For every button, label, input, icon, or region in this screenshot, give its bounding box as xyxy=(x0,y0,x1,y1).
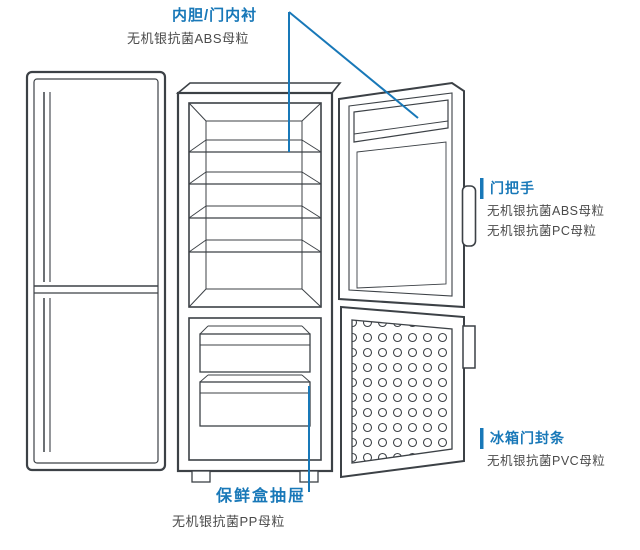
label-seal-title: 冰箱门封条 xyxy=(490,430,565,446)
lower-door-handle-drawing xyxy=(462,325,476,369)
label-handle-title: 门把手 xyxy=(490,180,535,196)
open-fridge-cabinet-drawing xyxy=(175,82,342,483)
accent-bar-handle xyxy=(480,178,484,199)
label-seal-sub: 无机银抗菌PVC母粒 xyxy=(487,454,606,468)
door-bin xyxy=(353,99,449,143)
label-drawer-title: 保鲜盒抽屉 xyxy=(216,488,307,505)
upper-door-drawing xyxy=(338,81,477,309)
leader-lines xyxy=(288,11,484,492)
accent-bar-seal xyxy=(480,428,484,449)
label-liner-title: 内胆/门内衬 xyxy=(172,7,258,24)
label-drawer-sub: 无机银抗菌PP母粒 xyxy=(172,514,285,529)
door-handle-drawing xyxy=(461,185,477,247)
freezer-drawers xyxy=(199,325,311,427)
fridge-shelves xyxy=(188,139,322,253)
closed-fridge-drawing xyxy=(25,70,167,472)
label-handle-sub2: 无机银抗菌PC母粒 xyxy=(487,224,597,238)
label-handle-sub1: 无机银抗菌ABS母粒 xyxy=(487,204,605,218)
lower-door-drawing xyxy=(340,305,476,479)
door-seal-pattern xyxy=(351,319,453,464)
leader-line-door-lining xyxy=(288,11,419,119)
label-liner-sub: 无机银抗菌ABS母粒 xyxy=(127,31,250,46)
